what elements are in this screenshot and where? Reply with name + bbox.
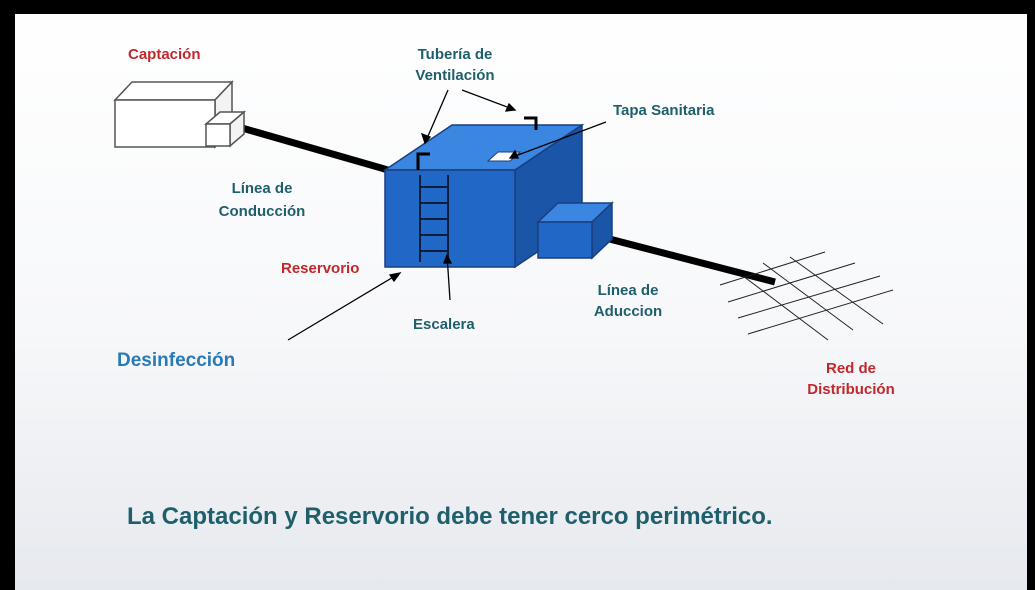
label-linea-aduccion-line2: Aduccion [594,303,662,320]
arrows [287,89,607,341]
captacion-box [113,80,247,149]
label-linea-aduccion-line1: Línea de [598,282,659,299]
footer-note: La Captación y Reservorio debe tener cer… [127,503,773,530]
slide-frame-right [1027,0,1035,590]
label-linea-conduccion-line1: Línea de [232,180,293,197]
label-tuberia-line2: Ventilación [415,67,494,84]
aduccion-box [536,201,614,260]
label-captacion: Captación [128,46,201,63]
reservoir-tank [382,123,585,269]
slide-frame-top [0,0,1035,14]
label-linea-conduccion-line2: Conducción [219,203,306,220]
label-red-line2: Distribución [807,381,895,398]
distribution-grid [719,251,894,341]
label-reservorio: Reservorio [281,260,359,277]
ventilation-pipe-left [416,152,430,170]
label-escalera: Escalera [413,316,475,333]
label-red-line1: Red de [826,360,876,377]
conduction-pipe [241,124,396,176]
label-desinfeccion: Desinfección [117,350,235,371]
label-tuberia-line1: Tubería de [418,46,493,63]
ladder [419,175,449,262]
slide-frame-left [0,0,15,590]
ventilation-pipe-right [524,116,538,130]
label-tapa-sanitaria: Tapa Sanitaria [613,102,715,119]
aduccion-pipe [597,232,776,286]
